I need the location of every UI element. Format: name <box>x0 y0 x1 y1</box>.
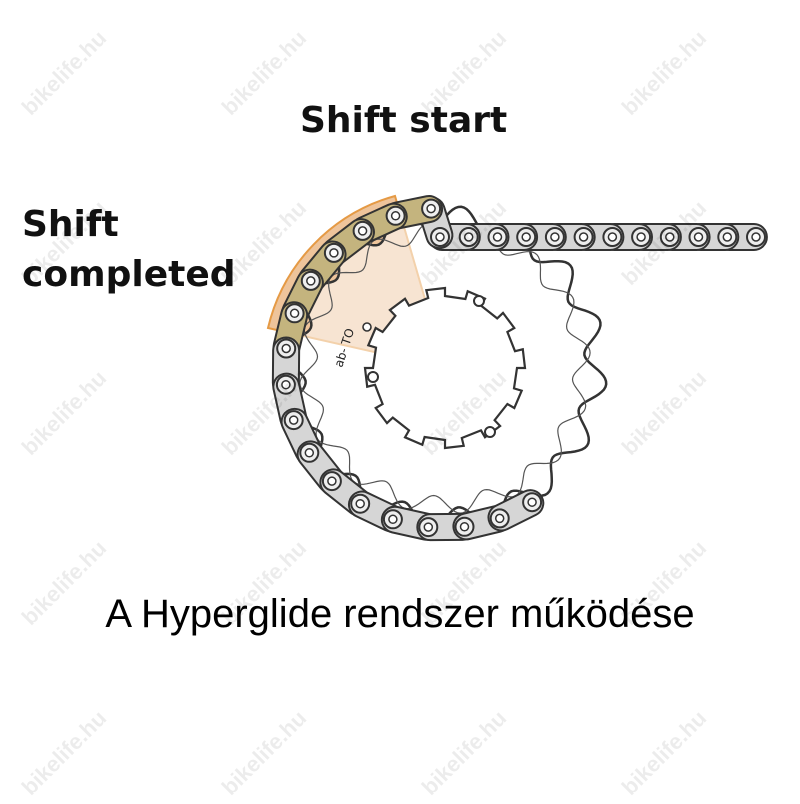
chain-pin-center <box>304 448 315 458</box>
chain-pin-center <box>578 232 589 242</box>
mounting-hole <box>484 426 496 438</box>
chain-pin-center <box>355 498 365 509</box>
shift-completed-label: Shift completed <box>22 200 236 300</box>
shift-completed-line2: completed <box>22 254 236 295</box>
chain-pin-center <box>722 232 733 242</box>
chain-pin-center <box>329 248 339 258</box>
shift-start-label: Shift start <box>300 100 508 141</box>
mounting-hole <box>473 295 485 307</box>
chain-pin-center <box>288 415 299 425</box>
chain-pin-center <box>426 203 436 214</box>
chain-pin-center <box>435 232 445 242</box>
chain-pin-center <box>527 497 537 507</box>
chain-pin-center <box>751 232 761 242</box>
chain-pin-center <box>636 232 646 242</box>
shift-completed-line1: Shift <box>22 204 119 245</box>
chain-pin-center <box>665 232 675 242</box>
diagram-caption: A Hyperglide rendszer működése <box>105 592 695 636</box>
chain-pin-center <box>521 232 531 242</box>
chain <box>271 194 768 542</box>
chain-pin-center <box>494 513 505 524</box>
mounting-hole <box>367 371 379 383</box>
chain-pin-center <box>423 522 434 532</box>
chain-pin-center <box>463 232 474 242</box>
chain-pin-center <box>327 476 337 486</box>
chain-pin-center <box>306 276 316 286</box>
chain-pin-center <box>693 232 704 242</box>
chain-pin-center <box>459 522 470 532</box>
mounting-hole <box>362 322 372 332</box>
chain-pin-center <box>289 308 300 319</box>
chain-pin-center <box>390 211 401 221</box>
chain-pin-center <box>281 343 291 354</box>
chain-pin-center <box>281 379 291 390</box>
chain-pin-center <box>550 232 560 242</box>
chain-pin-center <box>492 232 503 242</box>
chain-pin-center <box>388 514 398 525</box>
chain-pin-center <box>357 226 368 236</box>
chain-pin-center <box>607 232 618 242</box>
